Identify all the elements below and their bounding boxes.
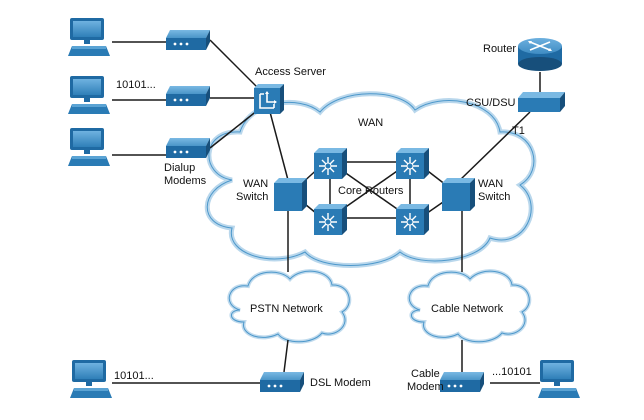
cable-network-label: Cable Network [431, 303, 504, 315]
core-router-icon [314, 204, 347, 235]
cable-modem-icon [440, 372, 484, 392]
core-router-icon [396, 148, 429, 179]
modem-icon [166, 86, 210, 106]
binary-label-bottom-left: 10101... [114, 370, 154, 382]
dsl-modem-icon [260, 372, 304, 392]
wan-cloud [204, 91, 537, 268]
binary-label-top: 10101... [116, 79, 156, 91]
core-router-icon [396, 204, 429, 235]
csu-dsu-icon [518, 92, 565, 112]
pc-icon [538, 360, 580, 398]
core-routers-label: Core Routers [338, 185, 404, 197]
pc-icon [68, 18, 110, 56]
pc-icon [70, 360, 112, 398]
t1-label: T1 [512, 125, 525, 137]
router-label: Router [483, 43, 516, 55]
router-icon [518, 38, 562, 71]
wan-switch-left-label-2: Switch [236, 191, 268, 203]
cable-cloud [407, 269, 532, 344]
modem-icon [166, 138, 210, 158]
wan-switch-right-icon [442, 178, 475, 211]
wan-cloud-label: WAN [358, 117, 383, 129]
pstn-network-label: PSTN Network [250, 303, 323, 315]
access-server-icon [254, 84, 284, 114]
core-router-icon [314, 148, 347, 179]
cable-modem-label-1: Cable [411, 368, 440, 380]
pc-icon [68, 128, 110, 166]
dialup-label-1: Dialup [164, 162, 195, 174]
pstn-cloud [227, 269, 352, 344]
wan-switch-right-label-2: Switch [478, 191, 510, 203]
wan-switch-left-label-1: WAN [243, 178, 268, 190]
cable-modem-label-2: Modem [407, 381, 444, 393]
modem-icon [166, 30, 210, 50]
wan-switch-right-label-1: WAN [478, 178, 503, 190]
binary-label-bottom-right: ...10101 [492, 366, 532, 378]
access-server-label: Access Server [255, 66, 326, 78]
dsl-modem-label: DSL Modem [310, 377, 371, 389]
dialup-label-2: Modems [164, 175, 207, 187]
wan-switch-left-icon [274, 178, 307, 211]
csu-dsu-label: CSU/DSU [466, 97, 516, 109]
pc-icon [68, 76, 110, 114]
